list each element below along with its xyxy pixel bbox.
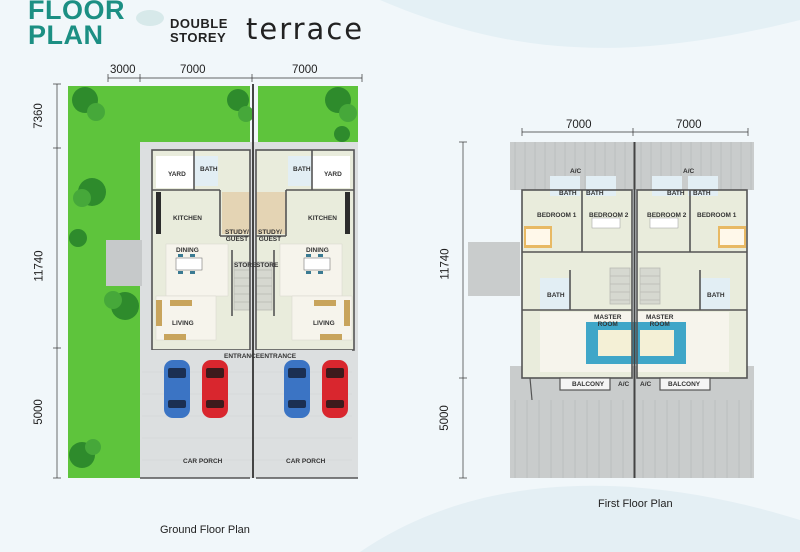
room-bedroom2-left: BEDROOM 2 <box>589 212 629 219</box>
room-bath-top-1: BATH <box>559 190 577 197</box>
room-ac-top-right: A/C <box>683 168 695 175</box>
beds <box>524 217 746 364</box>
dim-7000-right: 7000 <box>292 64 318 76</box>
dim-first-5000: 5000 <box>438 405 451 431</box>
room-bath-top-2: BATH <box>586 190 604 197</box>
side-steps <box>106 240 142 286</box>
room-bath-top-4: BATH <box>693 190 711 197</box>
room-master-left: MASTER ROOM <box>594 314 622 328</box>
room-yard-left: YARD <box>168 171 186 178</box>
first-floor-caption: First Floor Plan <box>598 498 673 510</box>
dim-7000-left: 7000 <box>180 64 206 76</box>
room-balcony-left: BALCONY <box>572 381 605 388</box>
room-ac-bottom-left: A/C <box>618 381 630 388</box>
first-stairs <box>609 267 661 305</box>
room-bedroom1-left: BEDROOM 1 <box>537 212 577 219</box>
dining-tables <box>175 254 331 274</box>
room-kitchen-right: KITCHEN <box>308 215 337 222</box>
room-balcony-right: BALCONY <box>668 381 701 388</box>
room-store-right: STORE <box>256 262 279 269</box>
house-type-label: DOUBLE STOREY <box>170 16 228 45</box>
room-bedroom1-right: BEDROOM 1 <box>697 212 737 219</box>
dim-3000: 3000 <box>110 64 136 76</box>
first-dimension-lines <box>459 128 749 479</box>
ground-stairs <box>233 261 273 311</box>
ground-dimension-lines <box>53 74 363 479</box>
dim-first-7000-left: 7000 <box>566 119 592 131</box>
floor-plan-title: FLOOR PLAN <box>28 0 125 50</box>
room-bath-top-3: BATH <box>667 190 685 197</box>
room-dining-left: DINING <box>176 247 199 254</box>
room-dining-right: DINING <box>306 247 329 254</box>
room-living-left: LIVING <box>172 320 194 327</box>
room-car-porch-left: CAR PORCH <box>183 458 223 465</box>
room-store-left: STORE <box>234 262 257 269</box>
room-ac-top-left: A/C <box>570 168 582 175</box>
dim-first-11740: 11740 <box>439 248 452 280</box>
cars <box>164 360 348 418</box>
room-study-left: STUDY/ GUEST <box>225 229 249 243</box>
room-car-porch-right: CAR PORCH <box>286 458 326 465</box>
room-bath-master-left: BATH <box>547 292 565 299</box>
room-bedroom2-right: BEDROOM 2 <box>647 212 687 219</box>
room-living-right: LIVING <box>313 320 335 327</box>
room-study-right: STUDY/ GUEST <box>258 229 282 243</box>
ground-floor-caption: Ground Floor Plan <box>160 524 250 536</box>
room-ac-bottom-right: A/C <box>640 381 652 388</box>
room-bath-left: BATH <box>200 166 218 173</box>
trees <box>69 87 357 468</box>
terrace-label: terrace <box>246 12 365 46</box>
room-bath-right: BATH <box>293 166 311 173</box>
room-kitchen-left: KITCHEN <box>173 215 202 222</box>
room-bath-master-right: BATH <box>707 292 725 299</box>
room-entrance-right: ENTRANCE <box>260 353 297 360</box>
room-yard-right: YARD <box>324 171 342 178</box>
room-entrance-left: ENTRANCE <box>224 353 261 360</box>
dim-first-7000-right: 7000 <box>676 119 702 131</box>
room-master-right: MASTER ROOM <box>646 314 674 328</box>
